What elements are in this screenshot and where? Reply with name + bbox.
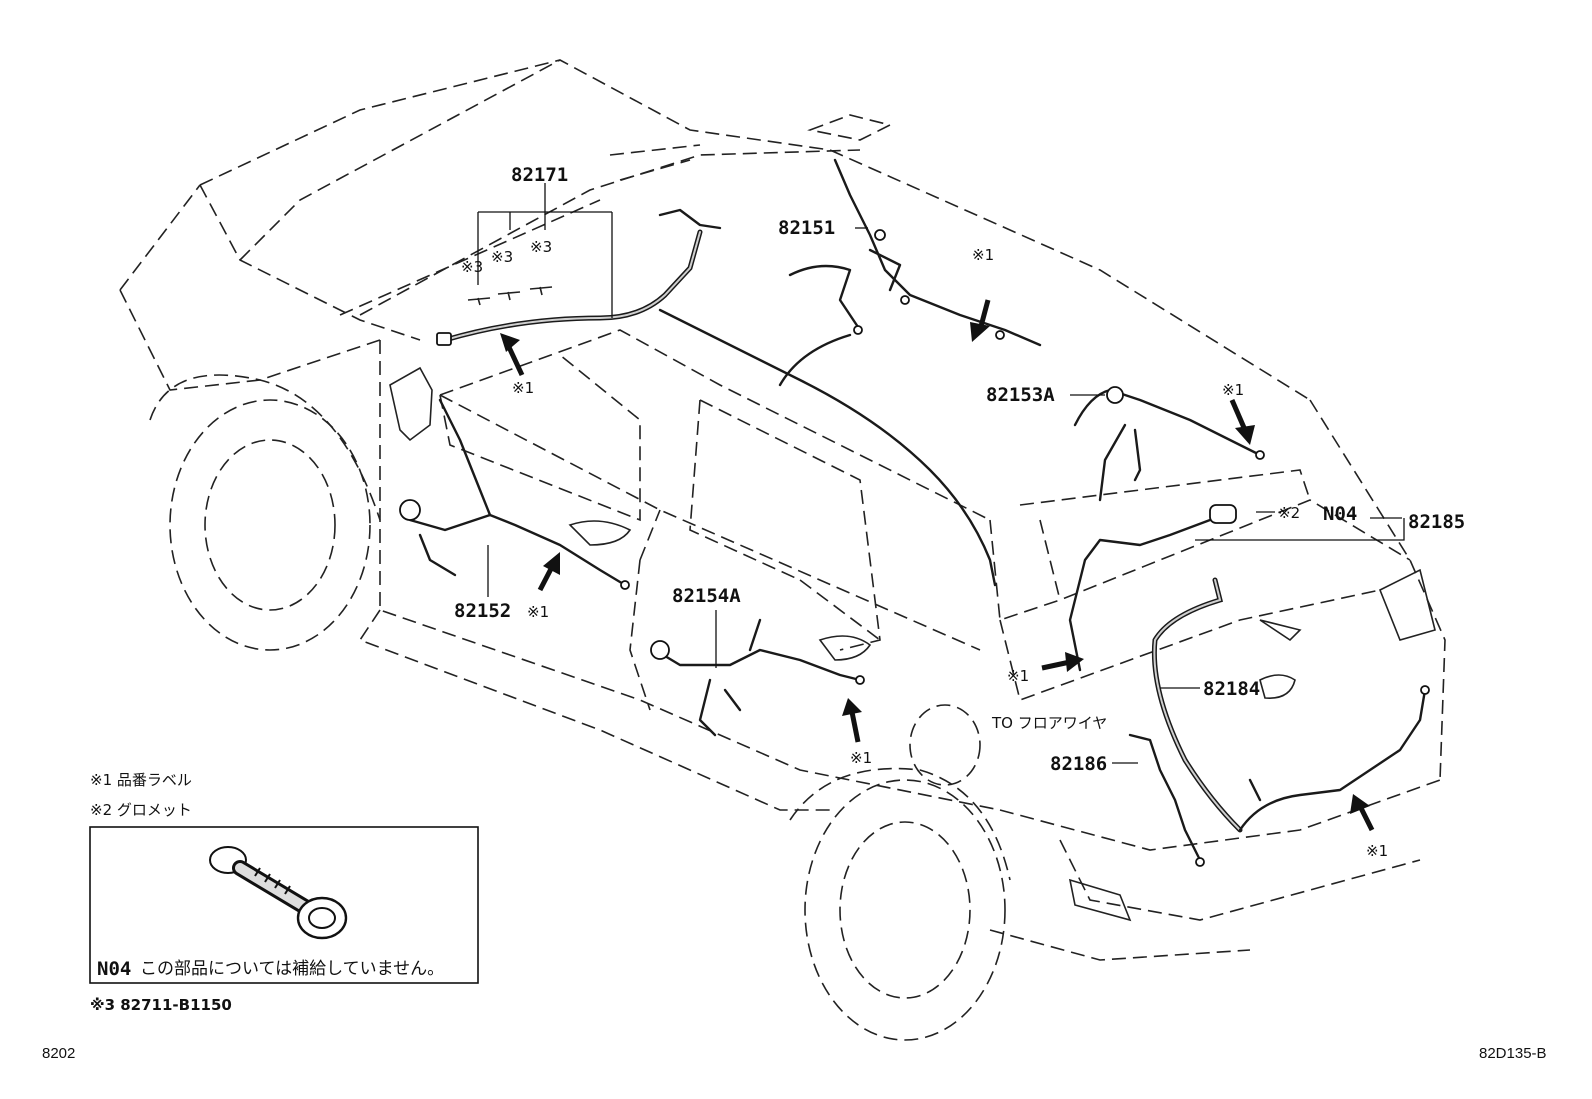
- footer-left-code: 8202: [42, 1045, 75, 1062]
- footer-right-code: 82D135-B: [1479, 1045, 1547, 1062]
- clip-parts: [467, 286, 553, 306]
- legend-mark-2: ※2 グロメット: [90, 801, 192, 819]
- mark-1-82151: ※1: [972, 246, 994, 264]
- note-n04-code: N04: [97, 958, 131, 980]
- leader-lines: [477, 183, 1405, 764]
- label-to-floor-wire: TO フロアワイヤ: [991, 714, 1107, 732]
- n04-grommet-box: N04 この部品については補給していません。: [89, 826, 479, 984]
- mark-1-82185: ※1: [1007, 667, 1029, 685]
- label-82151: 82151: [778, 217, 835, 239]
- mark-1-82154a: ※1: [850, 749, 872, 767]
- harness-82153a: [1073, 386, 1265, 502]
- harness-roof-82171: [436, 208, 722, 346]
- harness-82186: [1128, 733, 1205, 867]
- rear-wheel: [789, 767, 1011, 1041]
- label-82184: 82184: [1203, 678, 1260, 700]
- mark-3-b: ※3: [491, 248, 513, 266]
- mark-3-c: ※3: [530, 238, 552, 256]
- legend-mark-3: ※3 82711-B1150: [90, 996, 232, 1014]
- grommet-icon: [209, 846, 348, 940]
- harness-82154a: [650, 618, 865, 737]
- harness-82152: [399, 398, 630, 590]
- label-82152: 82152: [454, 600, 511, 622]
- front-wheel: [149, 374, 381, 651]
- body-details: [389, 366, 1436, 922]
- mark-2-grommet: ※2: [1278, 504, 1300, 522]
- label-n04: N04: [1323, 503, 1357, 525]
- car-body-outline: [119, 59, 1446, 961]
- harness-roof-main: [658, 308, 997, 587]
- mark-1-82184: ※1: [1366, 842, 1388, 860]
- note-n04-text: この部品については補給していません。: [140, 959, 444, 979]
- legend-mark-1: ※1 品番ラベル: [90, 771, 192, 789]
- harness-82184: [1151, 577, 1430, 833]
- label-arrows: [500, 299, 1375, 832]
- harness-82185: [1068, 504, 1237, 672]
- label-82186: 82186: [1050, 753, 1107, 775]
- label-82154a: 82154A: [672, 585, 741, 607]
- mark-1-82153a: ※1: [1222, 381, 1244, 399]
- mark-3-a: ※3: [461, 258, 483, 276]
- label-82171: 82171: [511, 164, 568, 186]
- label-82153a: 82153A: [986, 384, 1055, 406]
- label-82185: 82185: [1408, 511, 1465, 533]
- mark-1-82152: ※1: [527, 603, 549, 621]
- harness-82151: [788, 158, 1042, 347]
- mark-1-roof: ※1: [512, 379, 534, 397]
